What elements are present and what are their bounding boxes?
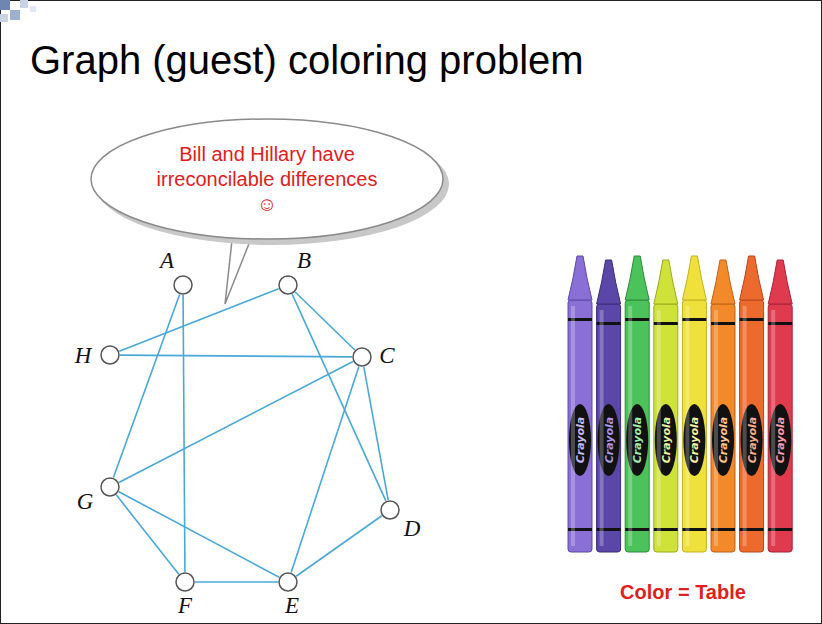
conflict-edge bbox=[119, 362, 353, 483]
vertex-label: E bbox=[285, 594, 299, 617]
corner-square bbox=[30, 6, 36, 12]
vertex-outline bbox=[173, 275, 193, 295]
crayon-brand: Crayola bbox=[603, 417, 614, 464]
crayon-brand: Crayola bbox=[689, 417, 700, 464]
guest-vertex: B bbox=[278, 275, 298, 295]
guest-vertex: H bbox=[100, 345, 120, 365]
crayon-body bbox=[740, 300, 764, 552]
corner-square bbox=[10, 10, 20, 20]
conflict-edge bbox=[296, 516, 382, 576]
vertex-circle bbox=[174, 276, 192, 294]
guest-vertex: G bbox=[100, 477, 120, 497]
crayon bbox=[568, 256, 592, 552]
crayon bbox=[597, 260, 621, 552]
guest-vertex: F bbox=[175, 572, 195, 592]
crayon bbox=[654, 260, 678, 552]
conflict-edge bbox=[119, 289, 278, 352]
vertex-label: G bbox=[77, 490, 94, 513]
vertex-outline bbox=[278, 572, 298, 592]
crayon-brand: Crayola bbox=[775, 417, 786, 464]
crayon-body bbox=[625, 300, 649, 552]
bubble-text: Bill and Hillary have irreconcilable dif… bbox=[147, 142, 388, 217]
crayon-body bbox=[682, 300, 706, 552]
conflict-edge bbox=[183, 295, 185, 572]
corner-square bbox=[0, 14, 8, 22]
crayon-tip bbox=[568, 256, 592, 300]
crayon bbox=[768, 260, 792, 552]
vertex-label: A bbox=[160, 249, 174, 272]
crayon-body bbox=[654, 304, 678, 552]
crayon-brand: Crayola bbox=[746, 417, 757, 464]
speech-bubble: Bill and Hillary have irreconcilable dif… bbox=[90, 118, 444, 240]
vertex-outline bbox=[278, 275, 298, 295]
crayon bbox=[625, 256, 649, 552]
crayon-body bbox=[568, 300, 592, 552]
crayon-brand: Crayola bbox=[632, 417, 643, 464]
crayon-body bbox=[597, 304, 621, 552]
vertex-circle bbox=[381, 501, 399, 519]
conflict-edge bbox=[120, 355, 352, 357]
guest-vertex: A bbox=[173, 275, 193, 295]
guest-vertex: D bbox=[380, 500, 400, 520]
crayon-brand: Crayola bbox=[575, 417, 586, 464]
bubble-ellipse bbox=[91, 119, 443, 239]
vertex-circle bbox=[353, 348, 371, 366]
crayon-picture bbox=[568, 256, 792, 552]
vertex-circle bbox=[279, 573, 297, 591]
vertex-label: B bbox=[297, 249, 311, 272]
vertex-outline bbox=[380, 500, 400, 520]
crayon-body bbox=[768, 304, 792, 552]
crayon bbox=[711, 260, 735, 552]
crayon-tip bbox=[597, 260, 621, 304]
vertex-circle bbox=[176, 573, 194, 591]
corner-square bbox=[20, 0, 28, 8]
vertex-outline bbox=[352, 347, 372, 367]
slide-title: Graph (guest) coloring problem bbox=[30, 38, 584, 83]
crayon-tip bbox=[654, 260, 678, 304]
crayon-tip bbox=[740, 256, 764, 300]
guest-vertex: E bbox=[278, 572, 298, 592]
vertex-label: F bbox=[178, 594, 192, 617]
crayon-body bbox=[711, 304, 735, 552]
vertex-circle bbox=[101, 346, 119, 364]
conflict-edge bbox=[195, 581, 278, 583]
vertex-label: D bbox=[404, 517, 421, 540]
vertex-outline bbox=[100, 345, 120, 365]
crayon-brand: Crayola bbox=[718, 417, 729, 464]
caption-note: Color = Table bbox=[620, 581, 746, 604]
vertex-label: H bbox=[75, 344, 92, 367]
crayon bbox=[740, 256, 764, 552]
conflict-edge bbox=[292, 294, 386, 501]
crayon-brand: Crayola bbox=[660, 417, 671, 464]
conflict-edge bbox=[116, 495, 179, 574]
crayon bbox=[682, 256, 706, 552]
corner-square bbox=[0, 0, 10, 10]
conflict-edge bbox=[364, 367, 388, 500]
vertex-circle bbox=[101, 478, 119, 496]
crayon-tip bbox=[768, 260, 792, 304]
crayon-tip bbox=[711, 260, 735, 304]
vertex-outline bbox=[175, 572, 195, 592]
conflict-edge bbox=[291, 366, 359, 572]
crayon-tip bbox=[682, 256, 706, 300]
guest-vertex: C bbox=[352, 347, 372, 367]
vertex-label: C bbox=[379, 344, 394, 367]
vertex-circle bbox=[279, 276, 297, 294]
vertex-outline bbox=[100, 477, 120, 497]
crayon-tip bbox=[625, 256, 649, 300]
conflict-edge bbox=[119, 492, 279, 578]
conflict-edge bbox=[113, 294, 179, 477]
